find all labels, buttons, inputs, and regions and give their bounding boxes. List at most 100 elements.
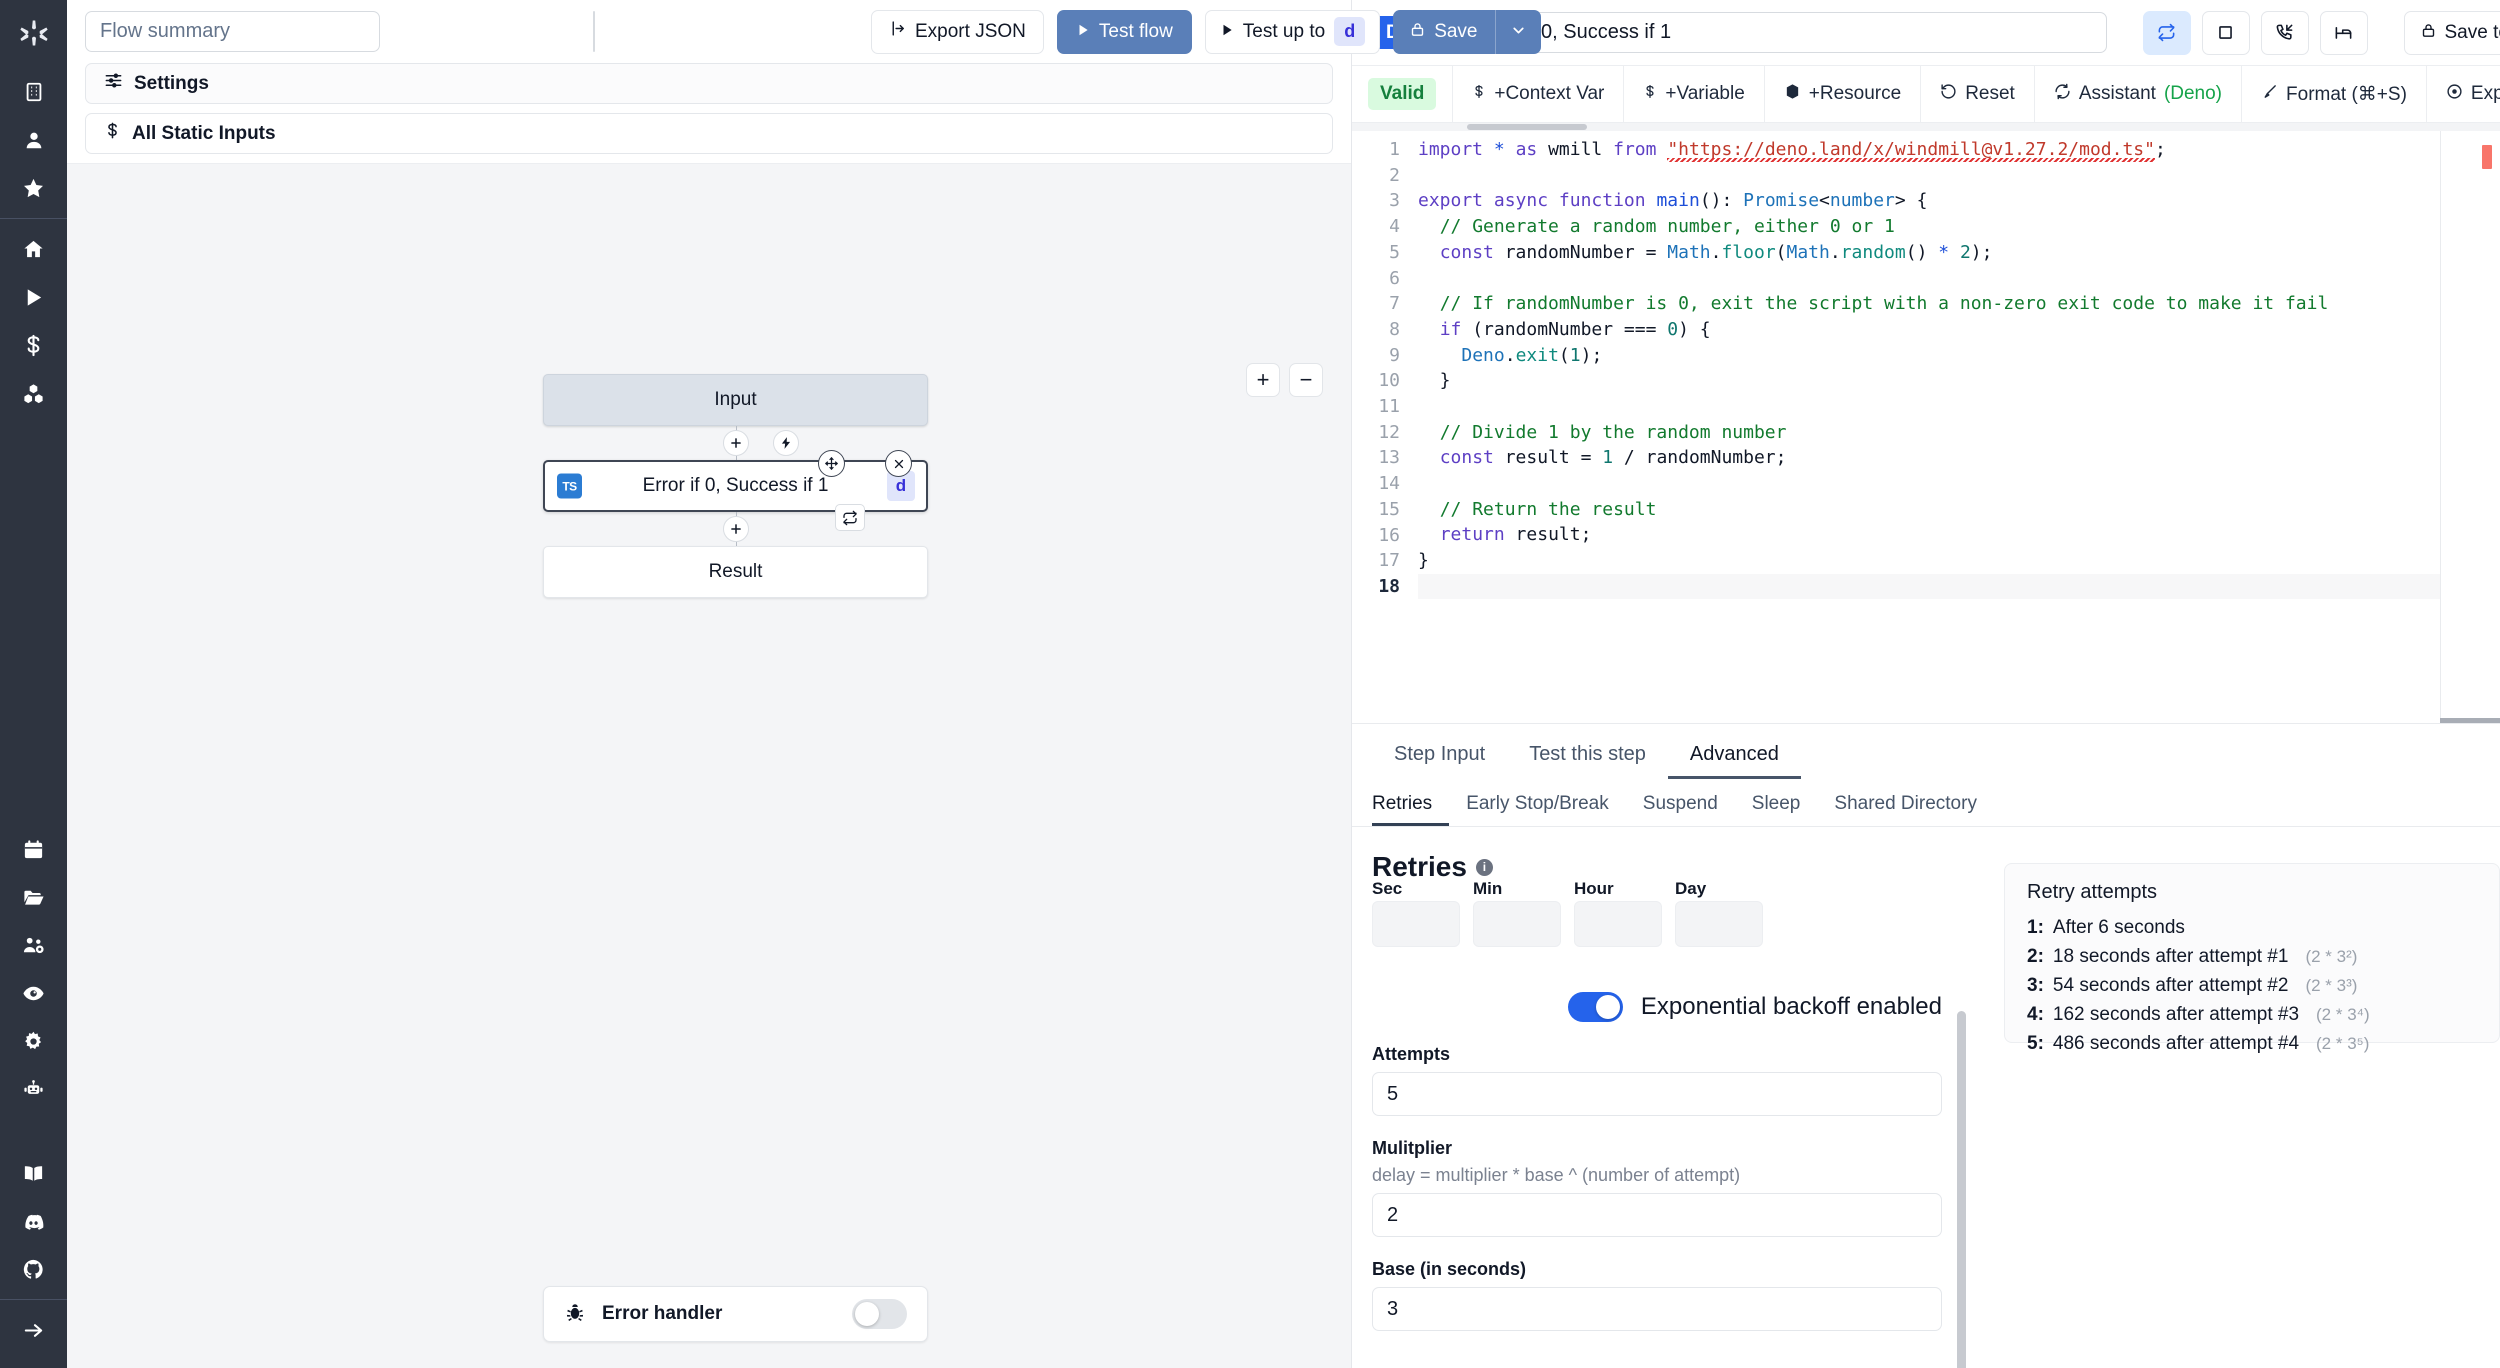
assistant-lang-label: (Deno) (2163, 83, 2223, 104)
dollar-icon (1643, 83, 1657, 106)
sidebar-item-audit-logs[interactable] (0, 969, 67, 1017)
unit-day-input[interactable] (1675, 901, 1763, 947)
multiplier-input[interactable] (1372, 1193, 1942, 1237)
format-button[interactable]: Format (⌘+S) (2242, 66, 2427, 122)
editor-minimap[interactable] (2440, 131, 2500, 723)
windmill-logo-icon[interactable] (19, 18, 49, 48)
add-resource-button[interactable]: +Resource (1765, 66, 1922, 122)
retry-attempt-text: 162 seconds after attempt #3 (2052, 1004, 2300, 1025)
assistant-button[interactable]: Assistant (Deno) (2035, 66, 2243, 122)
error-handler-card[interactable]: Error handler (543, 1286, 928, 1342)
flow-node-step[interactable]: TS Error if 0, Success if 1 d (543, 450, 928, 531)
sidebar-expand-button[interactable] (0, 1306, 67, 1354)
left-sidebar (0, 0, 67, 1368)
flow-canvas[interactable]: + − Input TS Error (67, 163, 1351, 1368)
add-resource-label: +Resource (1808, 83, 1902, 104)
explore-other-scripts-label: Explore other s (2470, 83, 2500, 104)
unit-hour-input[interactable] (1574, 901, 1662, 947)
close-x-icon[interactable] (885, 450, 912, 477)
flow-node-result[interactable]: Result (543, 546, 928, 598)
step-name-input[interactable] (1461, 12, 2107, 53)
explore-other-scripts-button[interactable]: Explore other s (2427, 66, 2500, 122)
tab-step-input[interactable]: Step Input (1394, 742, 1486, 765)
error-handler-toggle[interactable] (852, 1299, 907, 1329)
info-icon[interactable]: i (1475, 858, 1493, 876)
add-context-var-button[interactable]: +Context Var (1453, 66, 1625, 122)
zoom-in-button[interactable]: + (1246, 363, 1280, 397)
reset-button[interactable]: Reset (1921, 66, 2035, 122)
zoom-out-button[interactable]: − (1289, 363, 1323, 397)
retry-attempt-row: 5: 486 seconds after attempt #4 (2 * 3⁵) (2027, 1029, 2477, 1058)
attempts-input[interactable] (1372, 1072, 1942, 1116)
unit-min-input[interactable] (1473, 901, 1561, 947)
sidebar-item-runs[interactable] (0, 273, 67, 321)
path-field[interactable]: Path u/henri/error_generator (593, 11, 595, 52)
attempts-label: Attempts (1372, 1044, 1451, 1064)
save-button[interactable]: Save (1393, 10, 1494, 54)
bolt-icon[interactable] (772, 430, 799, 456)
retry-attempts-card: Retry attempts 1: After 6 seconds 2: 18 … (2004, 863, 2500, 1054)
stop-square-icon[interactable] (2201, 10, 2250, 55)
base-input[interactable] (1372, 1287, 1942, 1331)
test-flow-button[interactable]: Test flow (1056, 9, 1192, 54)
sidebar-item-settings[interactable] (0, 1017, 67, 1065)
tab-advanced[interactable]: Advanced (1667, 732, 1801, 779)
subtab-sleep[interactable]: Sleep (1751, 793, 1801, 814)
retry-attempt-text: 18 seconds after attempt #1 (2052, 946, 2289, 967)
test-up-to-button[interactable]: Test up to d (1204, 9, 1381, 54)
save-options-button[interactable] (1494, 9, 1541, 54)
subtab-early-stop-break[interactable]: Early Stop/Break (1466, 793, 1609, 814)
flow-summary-input[interactable] (85, 11, 380, 52)
exponential-backoff-label: Exponential backoff enabled (1640, 993, 1942, 1020)
sidebar-item-folders[interactable] (0, 873, 67, 921)
sidebar-item-workers[interactable] (0, 1065, 67, 1113)
add-step-button-top[interactable] (722, 430, 749, 456)
add-step-button-bottom[interactable] (722, 516, 749, 542)
sidebar-item-user[interactable] (0, 116, 67, 164)
sidebar-item-workspace[interactable] (0, 68, 67, 116)
editor-scroll-indicator[interactable] (2440, 718, 2500, 723)
retry-attempt-text: 486 seconds after attempt #4 (2052, 1033, 2300, 1054)
rail-group-main (0, 225, 67, 417)
retry-attempt-formula: (2 * 3³) (2305, 976, 2358, 995)
export-json-button[interactable]: Export JSON (871, 9, 1044, 54)
subtab-shared-directory[interactable]: Shared Directory (1834, 793, 1977, 814)
move-icon[interactable] (818, 450, 845, 477)
subtab-retries[interactable]: Retries (1372, 785, 1450, 826)
add-variable-button[interactable]: +Variable (1624, 66, 1765, 122)
step-tabs: Step Input Test this step Advanced (1352, 723, 2500, 779)
settings-bar[interactable]: Settings (85, 63, 1333, 104)
retry-icon[interactable] (835, 504, 865, 531)
exponential-backoff-toggle[interactable] (1567, 992, 1623, 1022)
retry-attempt-row: 2: 18 seconds after attempt #1 (2 * 3²) (2027, 942, 2477, 971)
test-up-to-label: Test up to (1242, 20, 1326, 42)
zoom-controls: + − (1246, 363, 1323, 397)
sidebar-item-groups[interactable] (0, 921, 67, 969)
subtab-suspend[interactable]: Suspend (1642, 793, 1718, 814)
unit-sec: Sec (1372, 879, 1460, 947)
unit-sec-input[interactable] (1372, 901, 1460, 947)
save-to-workspace-button[interactable]: Save to workspace (2403, 10, 2500, 55)
tab-test-this-step[interactable]: Test this step (1529, 742, 1646, 765)
exponential-backoff-row: Exponential backoff enabled (1372, 992, 1942, 1022)
all-static-inputs-bar[interactable]: All Static Inputs (85, 113, 1333, 154)
editor-horizontal-scrollbar[interactable] (1352, 123, 2500, 131)
bed-icon[interactable] (2319, 10, 2368, 55)
sidebar-item-docs[interactable] (0, 1149, 67, 1197)
sidebar-item-favorites[interactable] (0, 164, 67, 212)
code-content[interactable]: import * as wmill from "https://deno.lan… (1410, 131, 2500, 723)
sidebar-item-discord[interactable] (0, 1197, 67, 1245)
sidebar-item-schedules[interactable] (0, 825, 67, 873)
phone-incoming-icon[interactable] (2260, 10, 2309, 55)
sidebar-item-github[interactable] (0, 1245, 67, 1293)
flow-node-input[interactable]: Input (543, 374, 928, 426)
sidebar-item-variables[interactable] (0, 321, 67, 369)
retry-icon[interactable] (2142, 10, 2191, 55)
sidebar-item-resources[interactable] (0, 369, 67, 417)
sidebar-item-home[interactable] (0, 225, 67, 273)
retries-heading: Retries i (1372, 851, 1942, 883)
save-group: Save (1393, 9, 1541, 54)
retries-scrollbar-thumb[interactable] (1957, 1011, 1966, 1368)
